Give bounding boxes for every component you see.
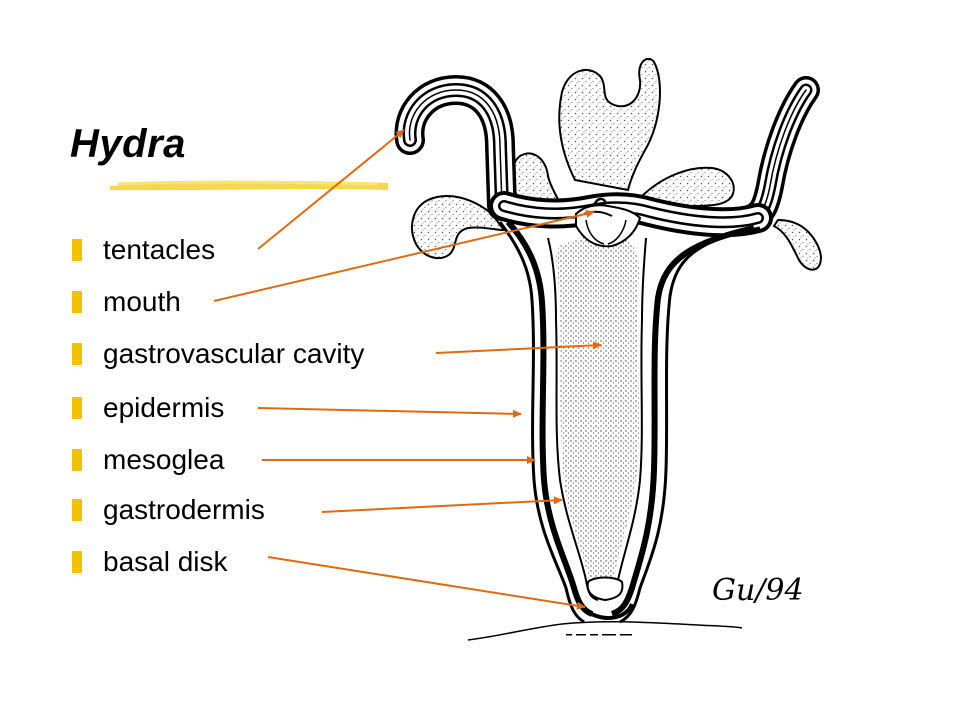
arrow-basal-disk <box>267 556 586 610</box>
bullet-icon <box>72 291 82 313</box>
basal-disk-shape <box>586 576 624 602</box>
arrow-gastrovascular-cavity <box>435 341 602 354</box>
label-arrows <box>213 129 602 610</box>
label-gastrovascular-cavity: gastrovascular cavity <box>103 338 365 369</box>
arrow-gastrodermis <box>321 496 563 513</box>
label-tentacles: tentacles <box>103 234 216 265</box>
label-gastrodermis: gastrodermis <box>103 494 265 525</box>
slide-title: Hydra <box>70 122 186 166</box>
arrow-mouth <box>213 209 595 302</box>
right-tentacle <box>738 76 820 232</box>
left-tentacle <box>394 75 517 221</box>
label-epidermis: epidermis <box>103 392 225 423</box>
gastrovascular-cavity-shape <box>555 234 639 599</box>
label-mesoglea: mesoglea <box>103 444 225 475</box>
bullet-icon <box>72 551 82 573</box>
signature: Gu/94 <box>712 573 804 608</box>
arrow-tentacles <box>257 129 405 250</box>
title-highlight-stroke <box>110 180 388 191</box>
arrow-epidermis <box>257 407 522 418</box>
label-mouth: mouth <box>103 286 181 317</box>
basal-disk-base <box>578 602 634 621</box>
bullet-icon <box>72 343 82 365</box>
bullet-icon <box>72 449 82 471</box>
substrate-caption-marks <box>566 634 632 636</box>
label-basal-disk: basal disk <box>103 546 228 577</box>
bullet-icon <box>72 397 82 419</box>
back-tentacles <box>411 57 822 271</box>
substrate-line <box>467 620 743 641</box>
bullet-icon <box>72 239 82 261</box>
bullet-icon <box>72 499 82 521</box>
